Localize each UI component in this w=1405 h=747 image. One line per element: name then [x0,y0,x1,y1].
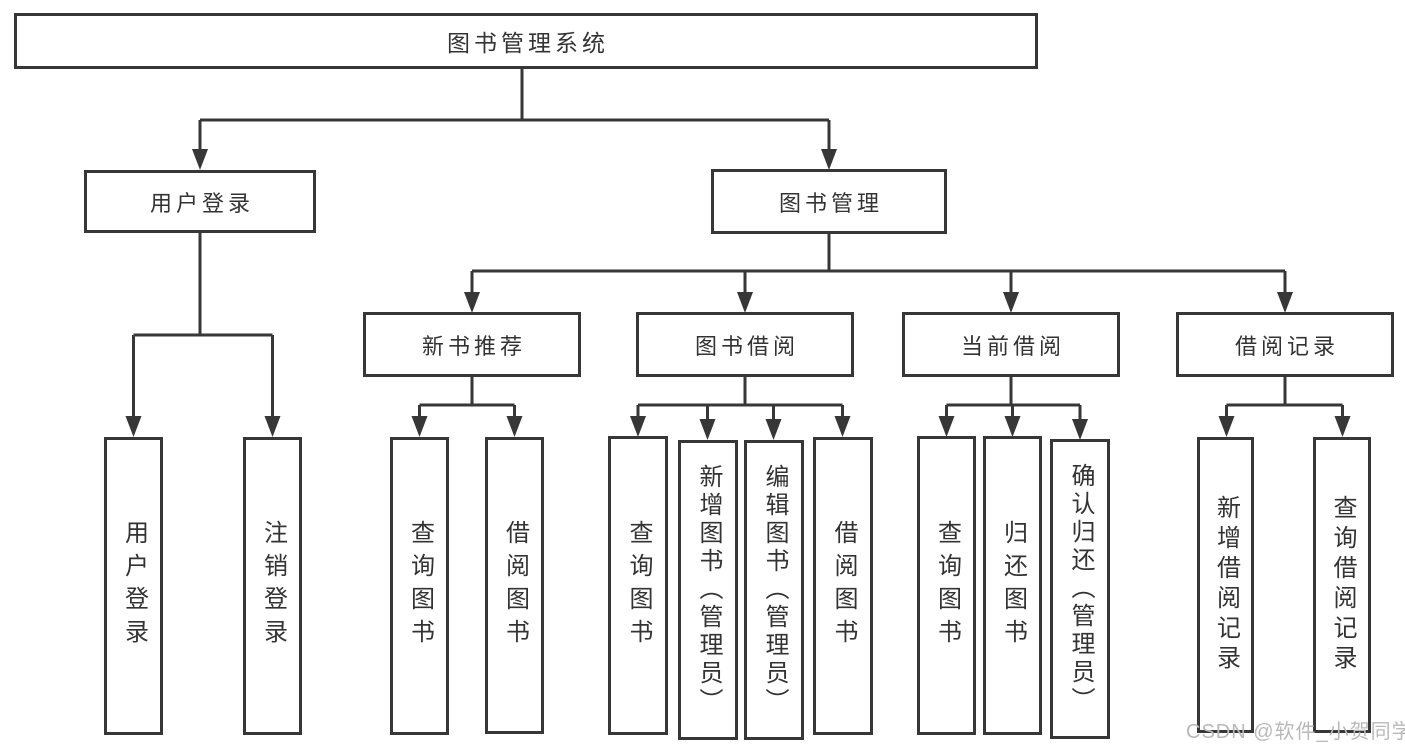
leaf-nbr-borrow-books: 借阅图书 [485,437,544,734]
node-book-management: 图书管理 [711,169,947,234]
leaf-bb-query-books: 查询图书 [608,436,668,735]
leaf-cb-query-books: 查询图书 [917,436,976,735]
node-new-book-recommendation: 新书推荐 [363,312,581,377]
node-user-login: 用户登录 [84,170,316,233]
leaf-cb-confirm-return-admin: 确认归还（管理员） [1050,439,1110,739]
node-book-borrowing: 图书借阅 [636,312,854,377]
leaf-bb-add-books-admin: 新增图书（管理员） [678,440,738,740]
watermark-text: CSDN @软件_小贺同学 [1186,721,1405,743]
leaf-br-query-record: 查询借阅记录 [1313,437,1371,733]
leaf-br-add-record: 新增借阅记录 [1197,437,1254,733]
leaf-user-login: 用户登录 [104,437,163,735]
leaf-nbr-query-books: 查询图书 [390,437,449,735]
node-borrowing-records: 借阅记录 [1176,312,1394,377]
leaf-bb-edit-books-admin: 编辑图书（管理员） [744,440,804,740]
leaf-cb-return-books: 归还图书 [983,436,1042,735]
node-current-borrowing: 当前借阅 [902,312,1120,377]
leaf-bb-borrow-books: 借阅图书 [813,437,873,735]
node-root: 图书管理系统 [14,13,1038,69]
leaf-logout: 注销登录 [243,437,302,735]
